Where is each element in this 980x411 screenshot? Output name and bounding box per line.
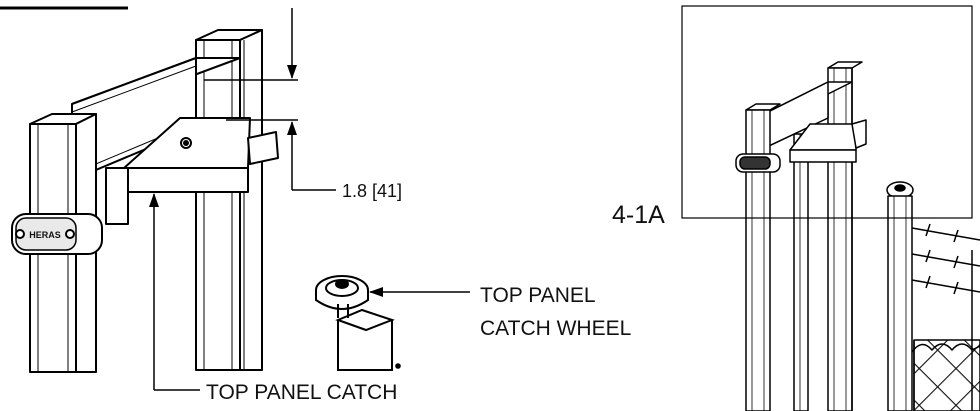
catch-wheel-label-line2: CATCH WHEEL xyxy=(480,317,631,340)
back-post xyxy=(195,29,263,371)
catch-wheel-label-line1: TOP PANEL xyxy=(480,284,596,307)
panel-catch-leader xyxy=(149,193,200,391)
dimension-callout xyxy=(204,8,336,191)
overview-assembly xyxy=(735,61,980,411)
left-gate-assembly xyxy=(11,29,279,373)
panel-catch-label: TOP PANEL CATCH xyxy=(206,381,397,404)
dimension-label: 1.8 [41] xyxy=(342,181,402,201)
detail-frame xyxy=(681,5,973,219)
detail-view-label: 4-1A xyxy=(612,201,665,229)
catch-wheel xyxy=(315,275,401,371)
brand-logo-text: HERAS xyxy=(29,230,61,240)
heras-clamp xyxy=(11,213,103,255)
top-panel-catch-bracket xyxy=(105,117,279,225)
